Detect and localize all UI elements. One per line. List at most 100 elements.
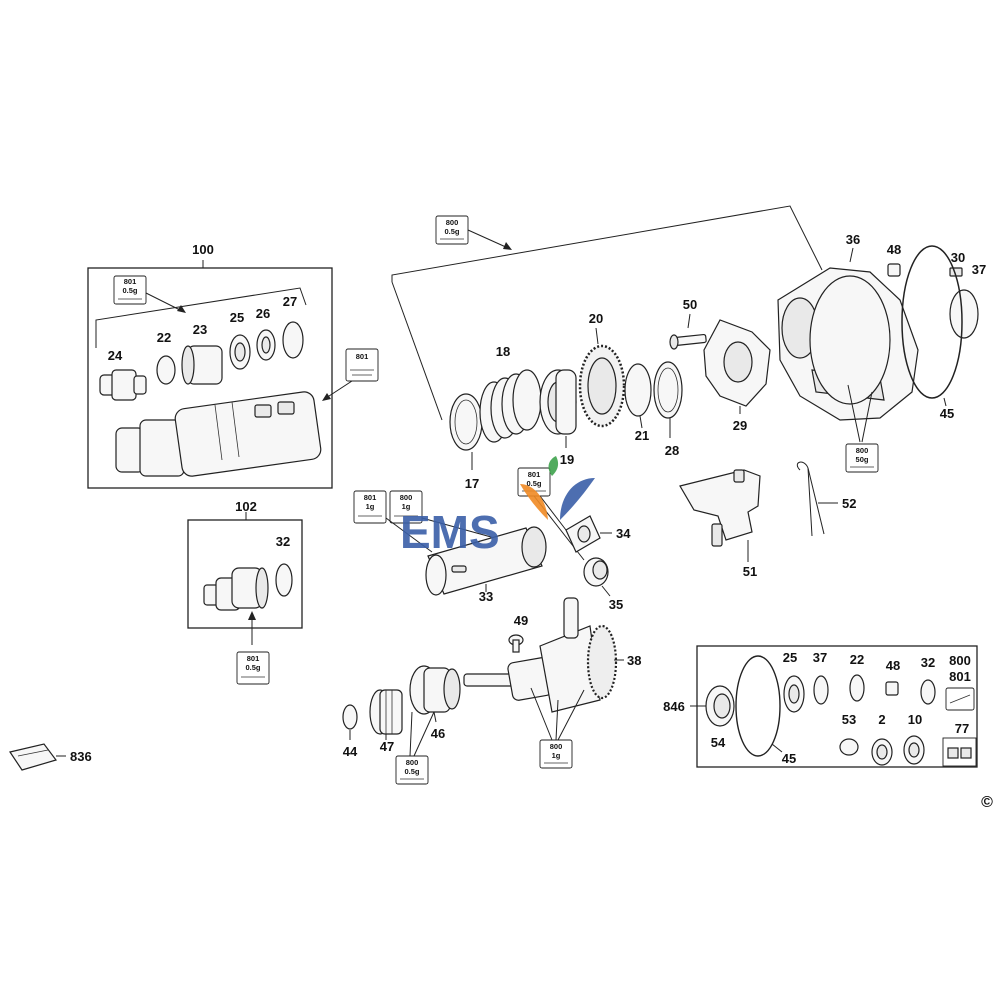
callout-77: 77	[955, 721, 969, 736]
part-33-piston-tube	[425, 526, 547, 596]
callout-32: 32	[276, 534, 290, 549]
copyright-mark: ©	[981, 794, 993, 811]
callout-44: 44	[343, 744, 358, 759]
part-27-ring	[282, 321, 304, 359]
lube-tag-801-0.5g: 801 0.5g	[236, 651, 270, 685]
lube-tag-800-0.5g: 800 0.5g	[395, 755, 429, 785]
callout-19: 19	[560, 452, 574, 467]
lube-tag-800-0.5g: 800 0.5g	[435, 215, 469, 245]
part-38-intermediate-shaft	[463, 597, 618, 713]
callout-53: 53	[842, 712, 856, 727]
svg-text:800: 800	[400, 493, 413, 502]
callout-18: 18	[496, 344, 510, 359]
box-assembly-102	[187, 519, 303, 629]
callout-10: 10	[908, 712, 922, 727]
svg-text:801: 801	[364, 493, 377, 502]
callout-100: 100	[192, 242, 214, 257]
callout-22: 22	[157, 330, 171, 345]
part-29-flange	[703, 319, 771, 407]
callout-30: 30	[951, 250, 965, 265]
svg-text:1g: 1g	[402, 502, 411, 511]
svg-text:801: 801	[124, 277, 137, 286]
box-assembly-100	[87, 267, 333, 489]
callout-51: 51	[743, 564, 757, 579]
callout-48: 48	[886, 658, 900, 673]
callout-54: 54	[711, 735, 726, 750]
part-26-seal	[256, 329, 276, 361]
callout-836: 836	[70, 749, 92, 764]
lube-tag-800-50g: 800 50g	[845, 443, 879, 473]
svg-text:801: 801	[356, 352, 369, 361]
part-836-nameplate	[9, 743, 57, 771]
svg-text:0.5g: 0.5g	[526, 479, 541, 488]
callout-28: 28	[665, 443, 679, 458]
callout-21: 21	[635, 428, 649, 443]
part-44-washer	[342, 704, 358, 730]
callout-33: 33	[479, 589, 493, 604]
part-20-gear	[578, 344, 626, 428]
part-51-selector-fork	[679, 469, 761, 547]
svg-text:800: 800	[550, 742, 563, 751]
svg-text:801: 801	[528, 470, 541, 479]
svg-text:50g: 50g	[856, 455, 869, 464]
ems-watermark-logo: EMS	[400, 456, 595, 558]
callout-37: 37	[972, 262, 986, 277]
part-48-bushing	[885, 681, 899, 696]
lube-tag-800-1g: 800 1g	[389, 490, 423, 524]
callout-27: 27	[283, 294, 297, 309]
part-32-ring	[275, 563, 293, 597]
callout-846: 846	[663, 699, 685, 714]
part-34-wobble-bearing	[565, 515, 601, 553]
part-tool-holder-barrel	[115, 391, 322, 477]
lube-tube-icon	[945, 687, 975, 711]
part-37-ring	[949, 289, 979, 339]
part-10-seal	[903, 735, 925, 765]
callout-800: 800	[949, 653, 971, 668]
callout-26: 26	[256, 306, 270, 321]
part-48-bushing	[887, 263, 901, 277]
callout-25: 25	[230, 310, 244, 325]
svg-text:0.5g: 0.5g	[245, 663, 260, 672]
callout-46: 46	[431, 726, 445, 741]
callout-25: 25	[783, 650, 797, 665]
lube-tag-801: 801	[345, 348, 379, 382]
part-2-bearing	[871, 738, 893, 766]
part-52-spring-clip	[796, 461, 825, 537]
part-47-needle-bearing	[369, 689, 403, 735]
svg-text:0.5g: 0.5g	[444, 227, 459, 236]
callout-50: 50	[683, 297, 697, 312]
callout-102: 102	[235, 499, 257, 514]
part-45-o-ring	[901, 245, 963, 399]
part-28-ring	[653, 361, 683, 419]
lube-tag-800-1g: 800 1g	[539, 739, 573, 769]
svg-text:EMS: EMS	[400, 506, 500, 558]
callout-17: 17	[465, 476, 479, 491]
callout-20: 20	[589, 311, 603, 326]
svg-text:0.5g: 0.5g	[122, 286, 137, 295]
svg-text:800: 800	[406, 758, 419, 767]
svg-text:1g: 1g	[552, 751, 561, 760]
callout-38: 38	[627, 653, 641, 668]
part-22-washer	[849, 674, 865, 702]
part-32-ring	[920, 679, 936, 705]
callout-48: 48	[887, 242, 901, 257]
part-23-sleeve	[181, 345, 223, 385]
part-35-pin	[583, 557, 609, 587]
part-25-bearing	[229, 334, 251, 370]
part-18-spring	[479, 369, 542, 443]
part-37-ring	[813, 675, 829, 705]
callout-29: 29	[733, 418, 747, 433]
callout-32: 32	[921, 655, 935, 670]
part-22-washer	[156, 355, 176, 385]
part-45-o-ring	[735, 655, 781, 757]
callout-801: 801	[949, 669, 971, 684]
part-53-ring	[839, 738, 859, 756]
part-46-bearing-sleeve	[409, 665, 461, 715]
part-36-gear-housing	[777, 267, 919, 421]
part-54-nozzle	[705, 685, 735, 727]
callout-49: 49	[514, 613, 528, 628]
part-102-adapter	[203, 567, 269, 611]
callout-45: 45	[940, 406, 954, 421]
part-77-carbon-brushes	[942, 737, 977, 767]
